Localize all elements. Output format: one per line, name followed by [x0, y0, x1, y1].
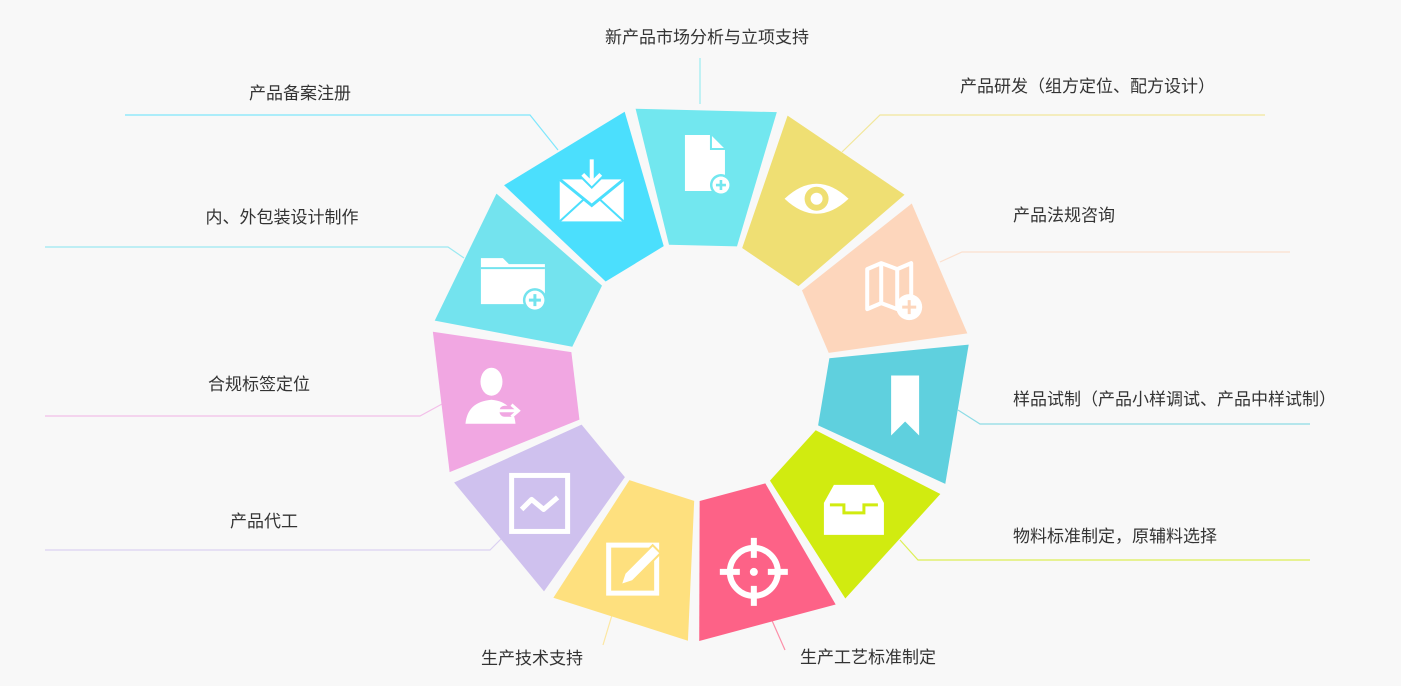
leader-line [957, 409, 1310, 425]
leader-line [602, 614, 613, 646]
label-packaging-design: 内、外包装设计制作 [205, 208, 359, 228]
wheel-segment [699, 483, 836, 641]
leader-line [939, 251, 1290, 263]
label-sample-trial: 样品试制（产品小样调试、产品中样试制） [1013, 390, 1336, 410]
bookmark-icon [891, 375, 920, 436]
map-add-icon [865, 261, 923, 321]
folder-add-icon [480, 258, 547, 313]
user-arrow-icon [465, 367, 521, 424]
label-oem: 产品代工 [230, 512, 298, 532]
inbox-tray-icon [823, 484, 884, 535]
wheel-segment [553, 480, 695, 641]
leader-line [125, 114, 559, 151]
leader-line [45, 534, 506, 551]
chart-line-icon [509, 472, 571, 534]
leader-line [899, 539, 1310, 561]
leader-line [841, 114, 1265, 153]
label-product-registration: 产品备案注册 [249, 84, 351, 104]
label-regulatory-consulting: 产品法规咨询 [1013, 206, 1115, 226]
leader-line [45, 246, 465, 259]
label-product-rd: 产品研发（组方定位、配方设计） [960, 77, 1215, 97]
label-compliance-labeling: 合规标签定位 [208, 375, 310, 395]
crosshair-icon [719, 537, 788, 606]
mail-download-icon [558, 159, 625, 223]
leader-line [45, 403, 443, 417]
wheel-segment [801, 203, 968, 353]
label-production-support: 生产技术支持 [481, 649, 583, 669]
label-process-standards: 生产工艺标准制定 [800, 648, 936, 668]
document-add-icon [684, 135, 732, 197]
eye-icon [784, 183, 849, 214]
wheel-segment [432, 331, 580, 473]
label-material-standards: 物料标准制定，原辅料选择 [1013, 527, 1217, 547]
edit-pencil-icon [606, 542, 663, 596]
label-market-analysis: 新产品市场分析与立项支持 [605, 28, 809, 48]
leader-line [769, 615, 786, 651]
